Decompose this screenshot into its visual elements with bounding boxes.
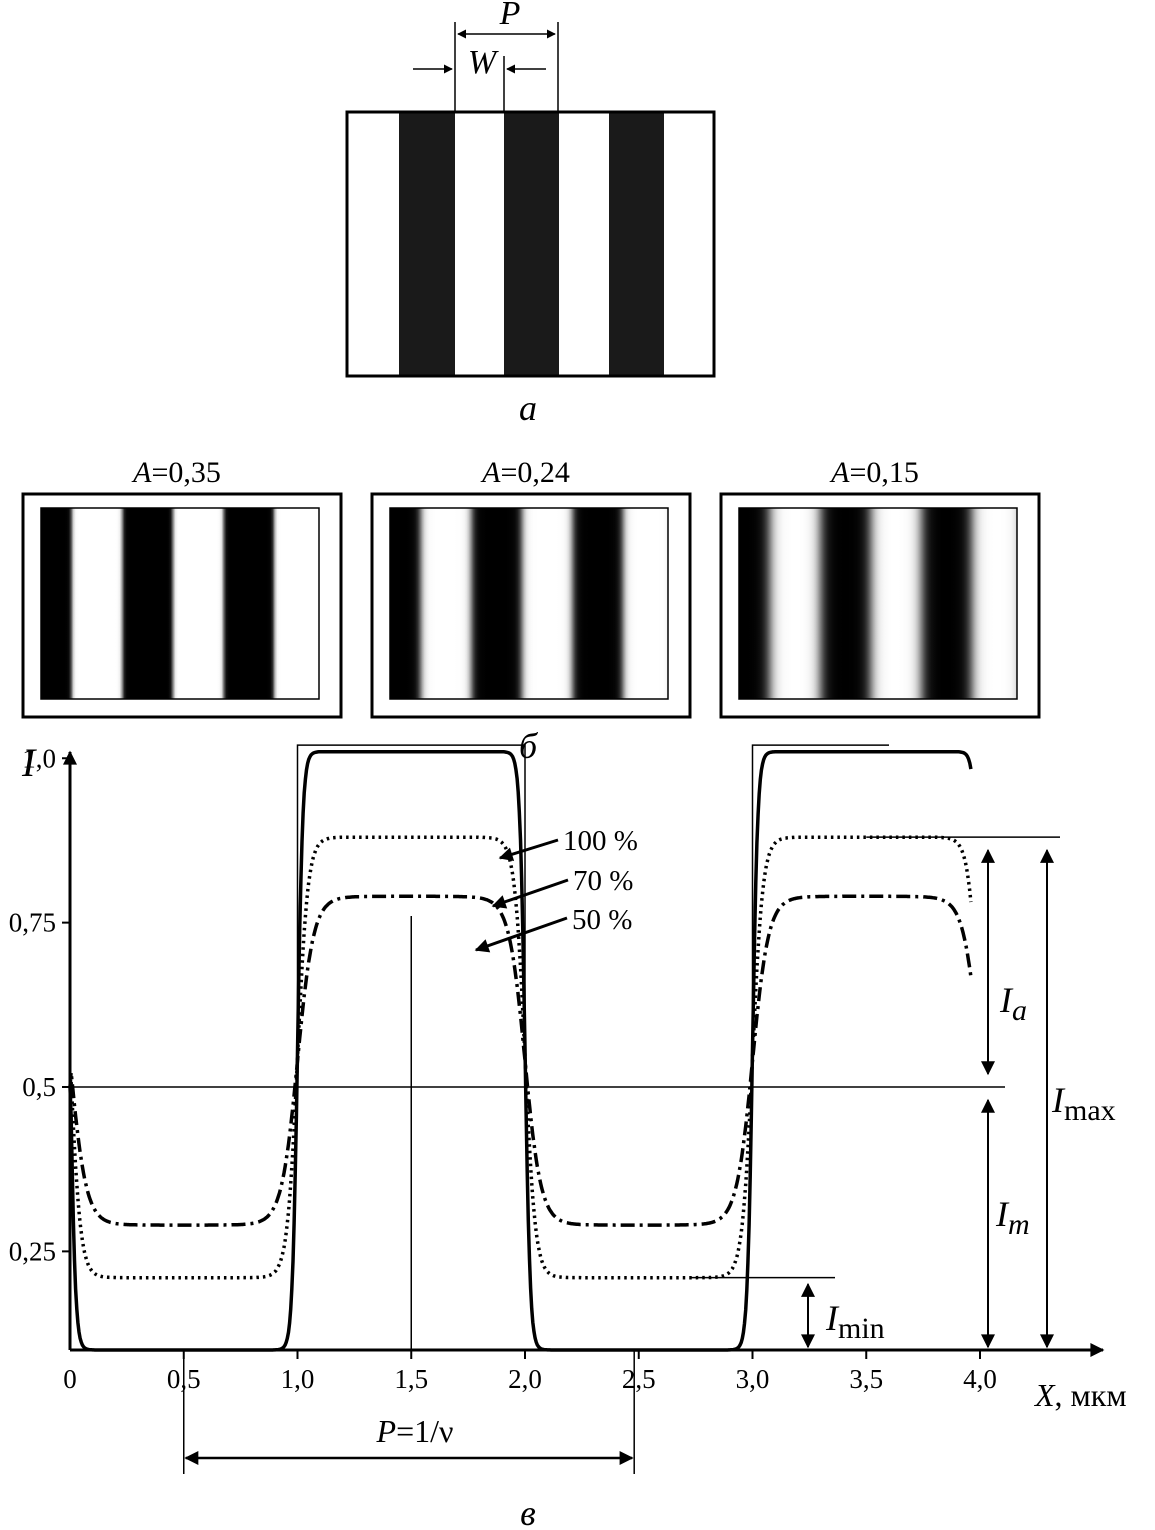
ia-label-base: I [999, 980, 1014, 1020]
grating-label-3: A=0,15 [829, 456, 919, 489]
period-var: P [376, 1413, 397, 1449]
x-tick-label: 4,0 [963, 1364, 997, 1394]
series-label: 50 % [572, 904, 632, 936]
width-label: W [468, 44, 499, 81]
grating-image-2 [389, 507, 669, 700]
x-tick-label: 1,0 [281, 1364, 315, 1394]
grating-label-value: =0,24 [500, 456, 569, 489]
imax-label-base: I [1051, 1080, 1066, 1120]
grating-image-1 [40, 507, 320, 700]
series-label: 70 % [573, 865, 633, 897]
y-tick-label: 1,0 [22, 743, 56, 773]
period-label: P [499, 0, 521, 32]
caption-a: а [519, 388, 537, 428]
y-axis-label: I [21, 740, 37, 785]
object-square-wave [751, 744, 889, 1087]
im-label-base: I [995, 1194, 1010, 1234]
series-pointer-arrow [474, 916, 568, 953]
series-pointer-arrow [491, 878, 569, 909]
x-tick-label: 2,5 [622, 1364, 656, 1394]
curve-solid [68, 749, 973, 1352]
period-rest: =1/ν [396, 1413, 453, 1449]
imin-label: Imin [825, 1298, 885, 1345]
series-label: 100 % [563, 825, 638, 857]
x-tick-label: 3,0 [736, 1364, 770, 1394]
grating-label-2: A=0,24 [480, 456, 570, 489]
x-axis-label: X, мкм [1033, 1377, 1127, 1413]
ia-label: Ia [999, 980, 1027, 1027]
grating-label-var: A [480, 456, 501, 489]
caption-b: б [519, 726, 539, 766]
x-tick-label: 2,0 [508, 1364, 542, 1394]
imax-label-sub: max [1064, 1094, 1116, 1127]
intensity-chart: I X, мкм в 0 0,5 1,0 1,5 2,0 2,5 3,0 3,5 4,0 0,25… [9, 740, 1127, 1530]
panel-a: P W а [345, 0, 716, 428]
grating-label-1: A=0,35 [131, 456, 221, 489]
dark-bar-1 [399, 112, 455, 376]
imax-label: Imax [1051, 1080, 1116, 1127]
y-tick-label: 0,75 [9, 908, 56, 938]
dark-bar-3 [609, 112, 664, 376]
caption-c: в [520, 1493, 536, 1530]
dark-bar-2 [504, 112, 559, 376]
curve-dashdot [68, 894, 973, 1227]
grating-label-var: A [829, 456, 850, 489]
ia-label-sub: a [1012, 994, 1027, 1027]
x-tick-label: 0 [63, 1364, 77, 1394]
object-square-wave [296, 744, 526, 1087]
grating-label-value: =0,15 [849, 456, 918, 489]
imin-label-base: I [825, 1298, 840, 1338]
y-tick-label: 0,5 [22, 1072, 56, 1102]
grating-label-var: A [131, 456, 152, 489]
x-tick-label: 1,5 [394, 1364, 428, 1394]
period-formula-label: P=1/ν [376, 1413, 454, 1449]
x-tick-label: 3,5 [849, 1364, 883, 1394]
grating-image-3 [738, 507, 1018, 700]
imin-label-sub: min [838, 1312, 885, 1345]
im-label: Im [995, 1194, 1030, 1241]
grating-label-value: =0,35 [151, 456, 220, 489]
im-label-sub: m [1008, 1208, 1030, 1241]
y-tick-label: 0,25 [9, 1236, 56, 1266]
series-pointer-arrow [498, 838, 559, 861]
